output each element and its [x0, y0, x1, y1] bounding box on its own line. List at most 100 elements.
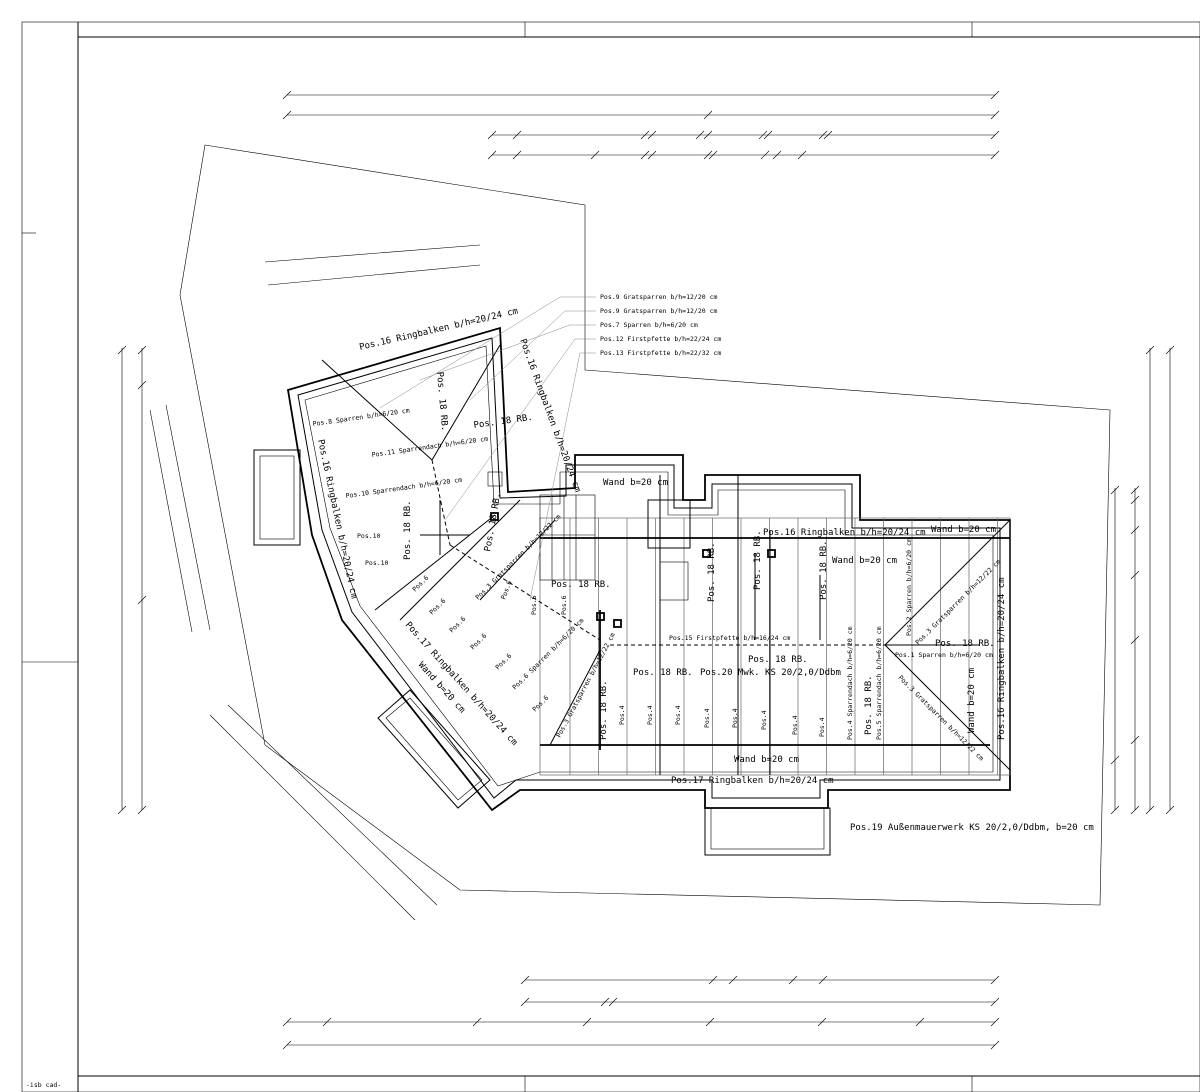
dimension-tick [137, 345, 147, 355]
dimension-tick [117, 805, 127, 815]
label-pos4-sparrendach: Pos.4 Sparrendach b/h=6/20 cm [846, 626, 854, 740]
dimension-tick [640, 130, 650, 140]
label-wand-ne: Wand b=20 cm [931, 525, 996, 535]
dimension-tick [582, 1017, 592, 1027]
label-pos4: Pos.4 [731, 708, 739, 728]
dimension-tick [647, 130, 657, 140]
dimension-tick [705, 1017, 715, 1027]
label-pos6: Pos.6 [469, 632, 489, 652]
dimension-tick [117, 345, 127, 355]
dimension-tick [282, 90, 292, 100]
site-boundary [179, 144, 1111, 906]
dimension-tick [990, 975, 1000, 985]
label-pos4: Pos.4 [618, 705, 626, 725]
label-pos2: Pos.2 Sparren b/h=6/20 cm [905, 538, 913, 636]
dimension-tick [512, 150, 522, 160]
dimension-lines [117, 90, 1175, 1050]
label-pos4: Pos.4 [818, 717, 826, 737]
dimension-tick [1130, 635, 1140, 645]
label-pos4: Pos.4 [791, 715, 799, 735]
dimension-tick [708, 975, 718, 985]
label-ring16-east: Pos.16 Ringbalken b/h=20/24 cm [763, 528, 926, 538]
dimension-tick [520, 975, 530, 985]
label-rb: Pos. 18 RB. [599, 680, 609, 740]
label-rb: Pos. 18 RB. [935, 639, 995, 649]
dimension-tick [990, 997, 1000, 1007]
dimension-tick [703, 110, 713, 120]
dimension-tick [817, 1017, 827, 1027]
dimension-tick [137, 380, 147, 390]
label-rb: Pos. 18 RB. [819, 540, 829, 600]
dimension-tick [990, 150, 1000, 160]
label-pos6-sparren: Pos.6 Sparren b/h=6/20 cm [511, 617, 586, 692]
dimension-tick [990, 1017, 1000, 1027]
label-rb: Pos. 18 RB. [707, 542, 717, 602]
label-pos4: Pos.4 [646, 705, 654, 725]
label-pos9-a: Pos.9 Gratsparren b/h=12/20 cm [600, 293, 717, 301]
label-ring16-eastside: Pos.16 Ringbalken b/h=20/24 cm [997, 577, 1007, 740]
dimension-tick [797, 150, 807, 160]
dimension-tick [1130, 735, 1140, 745]
label-pos8: Pos.8 Sparren b/h=6/20 cm [312, 406, 410, 428]
label-pos6: Pos.6 [530, 595, 538, 615]
label-rb: Pos. 18 RB. [473, 413, 533, 431]
callout-leaders [379, 296, 596, 601]
label-pos10-a: Pos.10 [357, 532, 381, 540]
dimension-tick [1165, 345, 1175, 355]
label-pos4: Pos.4 [674, 705, 682, 725]
dimension-tick [608, 997, 618, 1007]
sheet-frame: -isb cad- [21, 21, 1200, 1092]
dimension-tick [1165, 805, 1175, 815]
dimension-tick [1145, 345, 1155, 355]
dimension-tick [1110, 805, 1120, 815]
dimension-tick [640, 150, 650, 160]
dimension-tick [472, 1017, 482, 1027]
balcony-south [704, 807, 831, 856]
dimension-tick [512, 130, 522, 140]
label-pos6: Pos.6 [428, 597, 448, 617]
label-pos12: Pos.12 Firstpfette b/h=22/24 cm [600, 335, 721, 343]
label-pos5-sparrendach: Pos.5 Sparrendach b/h=6/20 cm [875, 626, 883, 740]
label-wand-mid: Wand b=20 cm [832, 556, 897, 566]
dimension-tick [1130, 485, 1140, 495]
label-pos7: Pos.7 Sparren b/h=6/20 cm [600, 321, 698, 329]
balcony-southwest [377, 689, 491, 809]
dimension-tick [487, 150, 497, 160]
label-pos10-b: Pos.10 [365, 559, 389, 567]
cad-credit: -isb cad- [26, 1081, 61, 1089]
dimension-tick [990, 90, 1000, 100]
dimension-tick [788, 975, 798, 985]
drawing-labels: Pos.16 Ringbalken b/h=20/24 cm Pos.16 Ri… [312, 293, 1094, 833]
dimension-tick [1130, 805, 1140, 815]
label-wand-south: Wand b=20 cm [734, 755, 799, 765]
dimension-tick [772, 150, 782, 160]
label-pos19: Pos.19 Außenmauerwerk KS 20/2,0/Ddbm, b=… [850, 823, 1094, 833]
dimension-tick [137, 595, 147, 605]
label-rb: Pos. 18 RB. [434, 371, 449, 431]
dimension-tick [282, 1017, 292, 1027]
dimension-tick [1110, 755, 1120, 765]
dimension-tick [990, 110, 1000, 120]
dimension-tick [990, 130, 1000, 140]
dimension-tick [915, 1017, 925, 1027]
label-pos13: Pos.13 Firstpfette b/h=22/32 cm [600, 349, 721, 357]
dimension-tick [695, 130, 705, 140]
label-pos10: Pos.10 Sparrendach b/h=6/20 cm [345, 476, 462, 500]
label-pos6: Pos.6 [448, 615, 468, 635]
label-rb: Pos. 18 RB. [633, 668, 693, 678]
label-pos6: Pos.6 [531, 694, 551, 714]
label-pos4: Pos.4 [703, 708, 711, 728]
label-rb: Pos. 18 RB. [864, 675, 874, 735]
label-pos20: Pos.20 Mwk. KS 20/2,0/Ddbm [700, 668, 841, 678]
label-pos1: Pos.1 Sparren b/h=6/20 cm [895, 651, 993, 659]
dimension-tick [818, 130, 828, 140]
dimension-tick [818, 975, 828, 985]
stairwell [487, 471, 691, 601]
label-ring16-west-left: Pos.16 Ringbalken b/h=20/24 cm [315, 439, 359, 600]
dimension-tick [763, 130, 773, 140]
dimension-tick [1130, 495, 1140, 505]
label-pos9-b: Pos.9 Gratsparren b/h=12/20 cm [600, 307, 717, 315]
balcony-west [253, 449, 301, 546]
building-walls [253, 326, 1011, 856]
label-rb: Pos. 18 RB. [748, 655, 808, 665]
